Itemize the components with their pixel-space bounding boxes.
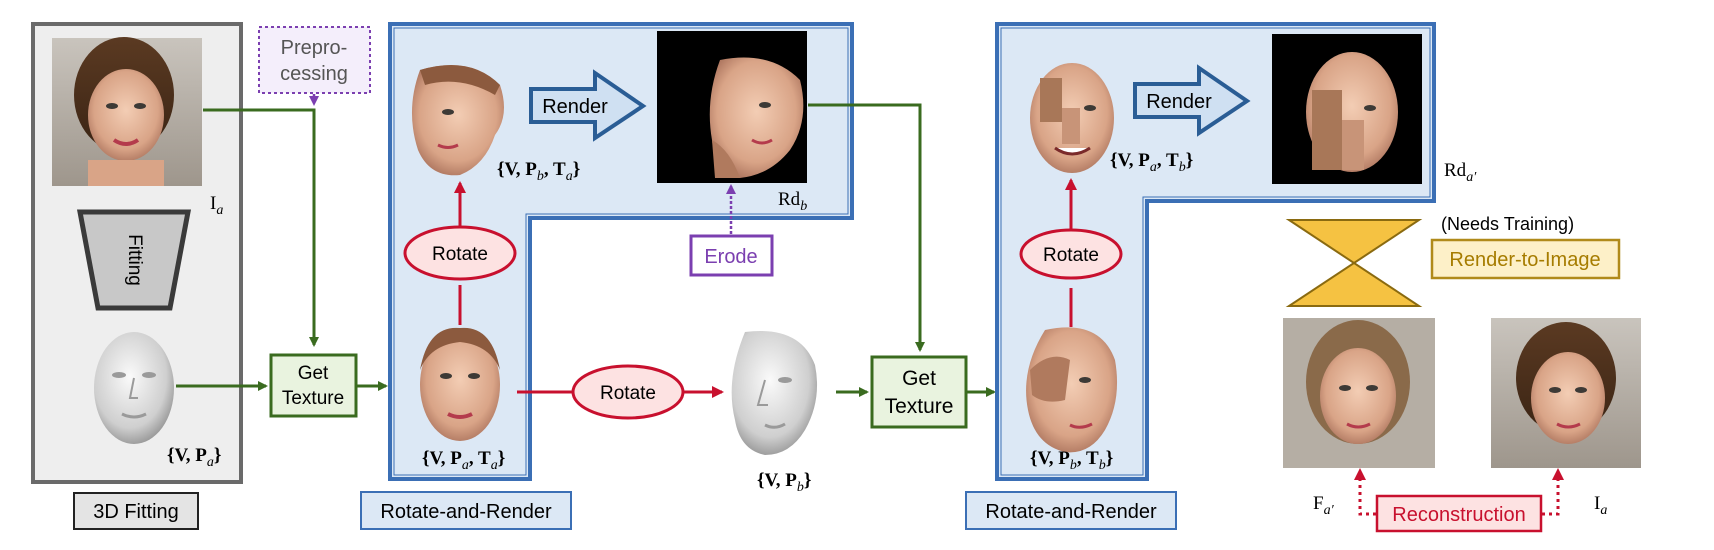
erode-box bbox=[689, 234, 774, 277]
rendered-image-rda-prime bbox=[1272, 34, 1422, 184]
symbol-ia: Ia bbox=[210, 193, 223, 218]
symbol-ia-right: Ia bbox=[1594, 493, 1607, 518]
rotate-ellipse-3 bbox=[1019, 228, 1123, 280]
symbol-v-pb-ta: {V, Pb, Ta} bbox=[497, 159, 580, 184]
render-to-image-label: Render-to-Image bbox=[1449, 249, 1600, 271]
render-label-2: Render bbox=[1146, 91, 1212, 113]
reconstruction-box bbox=[1375, 494, 1543, 533]
symbol-rdb: Rdb bbox=[778, 189, 807, 214]
preprocessing-box bbox=[258, 26, 371, 94]
ground-truth-photo-ia bbox=[1491, 318, 1641, 468]
render-label-1: Render bbox=[542, 96, 608, 118]
symbol-v-pb: {V, Pb} bbox=[757, 470, 811, 495]
caption-rotate-render-1-box bbox=[360, 491, 572, 530]
render-to-image-box bbox=[1430, 238, 1621, 280]
generated-photo-fa-prime bbox=[1283, 318, 1435, 468]
symbol-v-pb-tb: {V, Pb, Tb} bbox=[1030, 448, 1113, 473]
get-texture-label-2a: Get bbox=[902, 367, 936, 390]
get-texture-label-1a: Get bbox=[298, 363, 329, 384]
arrow-photo-to-texture bbox=[203, 108, 319, 347]
erode-label: Erode bbox=[704, 246, 757, 268]
caption-rotate-render-2: Rotate-and-Render bbox=[985, 501, 1157, 523]
symbol-v-pa-ta: {V, Pa, Ta} bbox=[422, 448, 505, 473]
rotate-ellipse-1 bbox=[403, 225, 517, 281]
reconstruction-label: Reconstruction bbox=[1392, 504, 1525, 526]
get-texture-label-1b: Texture bbox=[282, 388, 344, 409]
symbol-fa-prime: Fa′ bbox=[1313, 493, 1335, 518]
rotate-label-2: Rotate bbox=[600, 383, 656, 404]
textured-face-frontal-b bbox=[1030, 63, 1114, 173]
arrow-rdb-to-texture bbox=[808, 103, 925, 352]
rendered-image-rdb bbox=[657, 31, 807, 183]
fitting-label: Fitting bbox=[124, 234, 145, 286]
rotate-label-3: Rotate bbox=[1043, 245, 1099, 266]
get-texture-box-1 bbox=[269, 353, 358, 418]
fitting-block bbox=[76, 209, 192, 311]
input-photo-ia bbox=[52, 37, 202, 186]
preprocessing-label-1: Prepro- bbox=[281, 37, 348, 59]
rotate-ellipse-2 bbox=[571, 364, 685, 420]
render-arrow-2 bbox=[1133, 64, 1251, 137]
textured-face-rotated-1 bbox=[411, 65, 504, 176]
textured-face-frontal-a bbox=[420, 327, 500, 441]
preprocessing-label-2: cessing bbox=[280, 63, 348, 85]
caption-rotate-render-2-box bbox=[965, 491, 1177, 530]
arrow-recon-right bbox=[1542, 468, 1564, 516]
get-texture-label-2b: Texture bbox=[885, 395, 954, 418]
textured-face-rotated-2 bbox=[1026, 327, 1118, 453]
mesh-face-a bbox=[94, 332, 174, 444]
needs-training-label: (Needs Training) bbox=[1441, 214, 1574, 234]
symbol-rda-prime: Rda′ bbox=[1444, 160, 1477, 185]
get-texture-box-2 bbox=[870, 355, 968, 429]
caption-3d-fitting: 3D Fitting bbox=[93, 501, 179, 523]
symbol-v-pa-tb: {V, Pa, Tb} bbox=[1110, 150, 1193, 175]
render-arrow-1 bbox=[529, 69, 647, 142]
render-to-image-network bbox=[1285, 219, 1423, 307]
caption-3d-fitting-box bbox=[73, 492, 199, 530]
arrow-recon-left bbox=[1354, 468, 1376, 516]
caption-rotate-render-1: Rotate-and-Render bbox=[380, 501, 552, 523]
rotate-label-1: Rotate bbox=[432, 244, 488, 265]
symbol-v-pa: {V, Pa} bbox=[167, 445, 221, 470]
mesh-face-b bbox=[731, 330, 818, 455]
